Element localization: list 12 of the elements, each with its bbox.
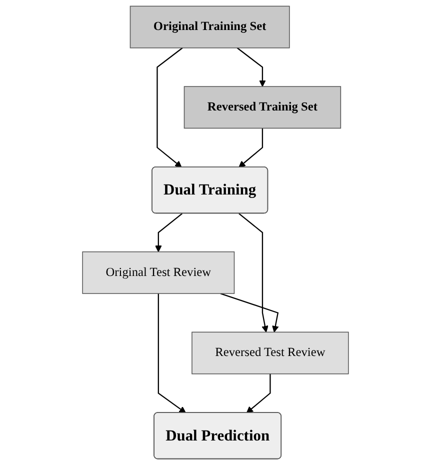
arrow [246,374,271,414]
node-box: Reversed Trainig Set [184,86,342,129]
arrow [158,294,186,414]
arrow [238,213,268,332]
arrow [155,213,183,252]
node-box: Reversed Test Review [192,332,349,374]
arrow [238,128,264,168]
arrow [220,292,279,332]
node-box: Original Test Review [82,251,235,294]
node-box: Original Training Set [130,6,290,48]
arrow [156,47,183,168]
arrow [236,47,266,87]
